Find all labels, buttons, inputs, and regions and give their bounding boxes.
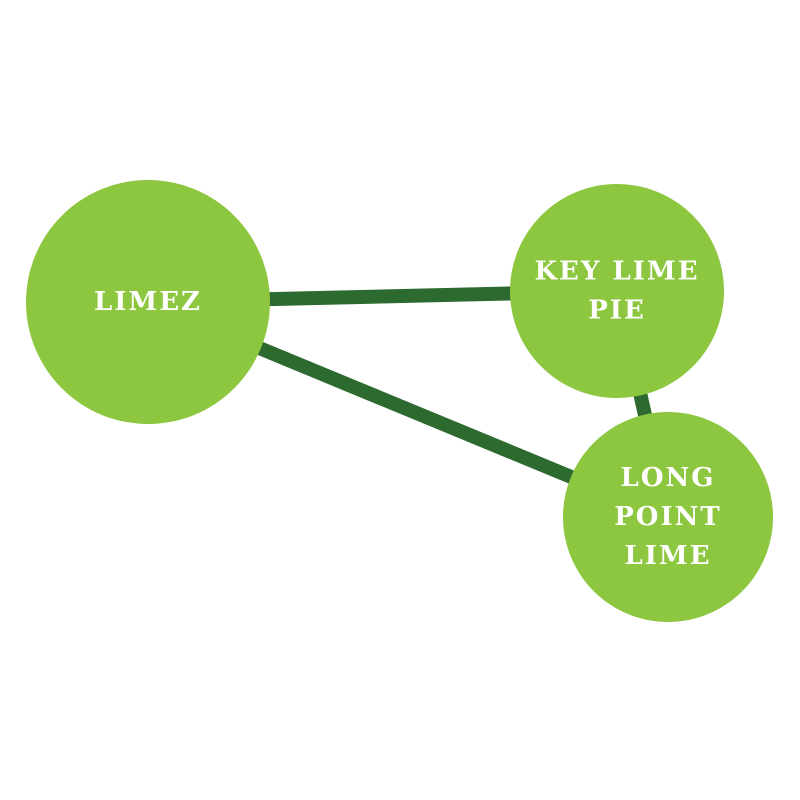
node-circle-key-lime-pie (510, 184, 724, 398)
node-long-point-lime: LONG POINT LIME (563, 412, 773, 622)
node-circle-long-point-lime (563, 412, 773, 622)
node-layer: LIMEZ KEY LIME PIE LONG POINT LIME (26, 180, 773, 622)
node-circle-limez (26, 180, 270, 424)
node-label-key-lime-pie-line-1: KEY LIME (534, 257, 699, 287)
node-label-long-point-lime-line-3: LIME (624, 541, 711, 571)
node-limez: LIMEZ (26, 180, 270, 424)
node-label-limez-line-1: LIMEZ (94, 287, 202, 317)
node-label-key-lime-pie-line-2: PIE (588, 296, 646, 326)
node-label-long-point-lime-line-2: POINT (614, 502, 721, 532)
node-key-lime-pie: KEY LIME PIE (510, 184, 724, 398)
node-label-long-point-lime-line-1: LONG (621, 463, 716, 493)
